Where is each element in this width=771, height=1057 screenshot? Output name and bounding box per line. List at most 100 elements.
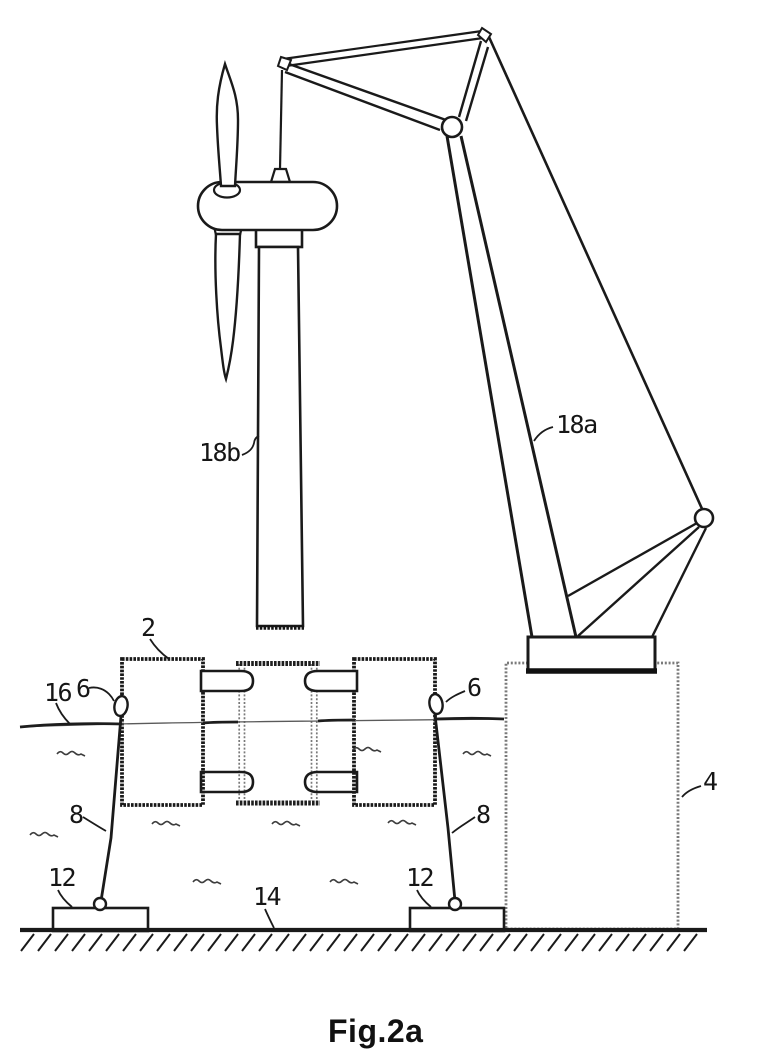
label-anchor-right: 12 bbox=[406, 863, 433, 892]
fairlead-left bbox=[113, 694, 129, 718]
hatch-stroke bbox=[88, 933, 103, 952]
crane-jib-left-member-b bbox=[284, 70, 441, 132]
wave-squiggle bbox=[56, 750, 86, 757]
crane-rear-strut-upper bbox=[567, 521, 698, 598]
leader-anchor-right bbox=[416, 889, 432, 908]
leader-mooring-left bbox=[82, 816, 107, 832]
hatch-stroke bbox=[547, 933, 562, 952]
hatch-stroke bbox=[632, 933, 647, 952]
hatch-stroke bbox=[20, 933, 35, 952]
crane-hook-block bbox=[269, 167, 292, 184]
mooring-line-right bbox=[433, 713, 457, 903]
label-anchor-left: 12 bbox=[48, 863, 75, 892]
crane-jib-right-member-b bbox=[464, 46, 490, 122]
hatch-stroke bbox=[190, 933, 205, 952]
hatch-stroke bbox=[258, 933, 273, 952]
hatch-stroke bbox=[428, 933, 443, 952]
label-waterline: 16 bbox=[44, 678, 72, 707]
hatch-stroke bbox=[37, 933, 52, 952]
label-mooring-left: 8 bbox=[69, 800, 83, 829]
hatch-stroke bbox=[598, 933, 613, 952]
hatch-stroke bbox=[54, 933, 69, 952]
hatch-stroke bbox=[513, 933, 528, 952]
turbine-tower bbox=[255, 245, 305, 628]
hatch-stroke bbox=[394, 933, 409, 952]
crane-hoist-cable bbox=[278, 69, 284, 170]
quay bbox=[504, 661, 680, 931]
hatch-stroke bbox=[496, 933, 511, 952]
platform-column-left bbox=[120, 657, 205, 807]
label-tower: 18b bbox=[199, 438, 240, 467]
mooring-system bbox=[51, 692, 506, 933]
hatch-stroke bbox=[326, 933, 341, 952]
hatch-stroke bbox=[71, 933, 86, 952]
crane-apex-joint bbox=[476, 26, 493, 44]
shackle-left bbox=[92, 896, 108, 912]
quay-fill bbox=[506, 663, 678, 929]
label-platform: 2 bbox=[141, 613, 155, 642]
seabed bbox=[20, 927, 707, 952]
label-crane: 18a bbox=[556, 410, 597, 439]
blade-lower bbox=[214, 232, 242, 384]
hatch-stroke bbox=[224, 933, 239, 952]
fairlead-right bbox=[428, 692, 444, 716]
figure-caption: Fig.2a bbox=[328, 1013, 423, 1049]
leader-seabed bbox=[264, 908, 275, 929]
hatch-stroke bbox=[122, 933, 137, 952]
leader-quay bbox=[681, 785, 702, 798]
label-seabed: 14 bbox=[253, 882, 281, 911]
crane-jib-chord-upper bbox=[282, 29, 483, 61]
leader-fairlead-right bbox=[445, 690, 466, 703]
crane-base bbox=[526, 635, 657, 672]
leader-crane bbox=[533, 426, 554, 442]
hatch-stroke bbox=[581, 933, 596, 952]
hatch-stroke bbox=[139, 933, 154, 952]
hatch-stroke bbox=[411, 933, 426, 952]
hatch-stroke bbox=[479, 933, 494, 952]
reference-labels: 2 16 6 6 8 8 12 12 14 4 18a 18b bbox=[44, 410, 719, 929]
wave-squiggle bbox=[271, 820, 301, 827]
platform-column-right bbox=[352, 657, 437, 807]
label-quay: 4 bbox=[703, 767, 717, 796]
wave-squiggle bbox=[387, 819, 417, 826]
hatch-stroke bbox=[683, 933, 698, 952]
crane-jib-right-member-a bbox=[457, 40, 483, 118]
hatch-stroke bbox=[615, 933, 630, 952]
platform-beam-upper-right bbox=[303, 669, 359, 693]
leader-fairlead-left bbox=[88, 686, 115, 702]
hatch-stroke bbox=[564, 933, 579, 952]
hatch-stroke bbox=[666, 933, 681, 952]
leader-tower bbox=[241, 435, 260, 456]
hatch-stroke bbox=[105, 933, 120, 952]
waterline-segment bbox=[434, 716, 505, 721]
label-mooring-right: 8 bbox=[476, 800, 490, 829]
anchor-right bbox=[408, 906, 506, 933]
water bbox=[19, 716, 505, 885]
crane-boom-leg-right bbox=[459, 135, 578, 638]
leader-anchor-left bbox=[57, 889, 73, 908]
crane-boom-tip-joint bbox=[276, 55, 293, 72]
crane-backstay-cable bbox=[487, 36, 705, 512]
platform-beam-lower-left bbox=[199, 770, 255, 794]
crane-boom-leg-left bbox=[445, 135, 534, 638]
hatch-stroke bbox=[530, 933, 545, 952]
hatch-stroke bbox=[207, 933, 222, 952]
shackle-right bbox=[447, 896, 463, 912]
wave-squiggle bbox=[29, 831, 59, 838]
crane-jib-chord-lower bbox=[285, 36, 484, 68]
crane-jib-left-member-a bbox=[288, 62, 447, 122]
crane-boom-joint bbox=[440, 115, 464, 139]
wave-squiggle bbox=[192, 878, 222, 885]
crane bbox=[269, 26, 715, 674]
wave-squiggle bbox=[151, 820, 181, 827]
hatch-stroke bbox=[462, 933, 477, 952]
label-fairlead-left: 6 bbox=[76, 674, 90, 703]
wave-squiggle bbox=[462, 750, 492, 757]
crane-rear-strut-mid bbox=[577, 526, 700, 637]
leader-waterline bbox=[55, 702, 71, 725]
seabed-hatching bbox=[20, 933, 698, 952]
leader-platform bbox=[149, 638, 170, 660]
hatch-stroke bbox=[173, 933, 188, 952]
waterline-segment bbox=[202, 720, 239, 725]
